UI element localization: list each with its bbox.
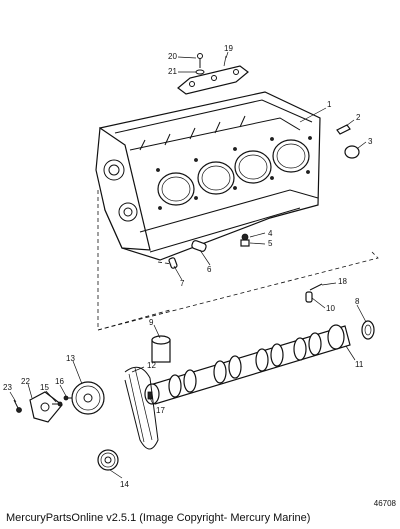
- bolt-4-5: [240, 233, 250, 247]
- callout-labels: 1 2 3 4 5 6 7 8 9 10 11 12 13 14 15 16 1…: [3, 44, 373, 489]
- callout-21: 21: [168, 67, 177, 76]
- plug-3: [344, 145, 360, 159]
- screw-23: [13, 399, 22, 413]
- callout-3: 3: [368, 137, 373, 146]
- copyright-footer: MercuryPartsOnline v2.5.1 (Image Copyrig…: [6, 512, 311, 524]
- timing-chain: [124, 366, 159, 450]
- callout-8: 8: [355, 297, 360, 306]
- bushing-8: [361, 320, 375, 340]
- callout-18: 18: [338, 277, 347, 286]
- callout-10: 10: [326, 304, 335, 313]
- cylinder-bores: [157, 139, 310, 206]
- cam-lobes: [168, 324, 345, 398]
- plug-2: [336, 124, 351, 135]
- leader-lines: [9, 51, 367, 479]
- callout-4: 4: [268, 229, 273, 238]
- callout-12: 12: [147, 361, 156, 370]
- callout-9: 9: [149, 318, 154, 327]
- callout-17: 17: [156, 406, 165, 415]
- bolt-holes: [156, 136, 312, 210]
- callout-5: 5: [268, 239, 273, 248]
- callout-20: 20: [168, 52, 177, 61]
- bracket-assembly: [177, 53, 249, 95]
- assembly-lines: [97, 190, 379, 331]
- callout-6: 6: [207, 265, 212, 274]
- callout-16: 16: [55, 377, 64, 386]
- camshaft: [144, 324, 351, 405]
- engine-block: [95, 91, 321, 261]
- screw-16: [63, 395, 72, 401]
- callout-19: 19: [224, 44, 233, 53]
- callout-7: 7: [180, 279, 185, 288]
- thrust-plate: [29, 391, 63, 423]
- screw-15: [52, 401, 63, 407]
- callout-13: 13: [66, 354, 75, 363]
- bearing-9: [151, 335, 171, 363]
- callout-2: 2: [356, 113, 361, 122]
- cam-sprocket: [71, 381, 105, 415]
- pin-7: [168, 257, 178, 269]
- pin-6: [191, 240, 207, 252]
- figure-id: 46708: [373, 499, 396, 508]
- callout-11: 11: [355, 360, 364, 369]
- fitting-18-10: [305, 283, 323, 303]
- crank-sprocket: [97, 449, 119, 471]
- callout-1: 1: [327, 100, 332, 109]
- callout-14: 14: [120, 480, 129, 489]
- callout-22: 22: [21, 377, 30, 386]
- callout-23: 23: [3, 383, 12, 392]
- callout-15: 15: [40, 383, 49, 392]
